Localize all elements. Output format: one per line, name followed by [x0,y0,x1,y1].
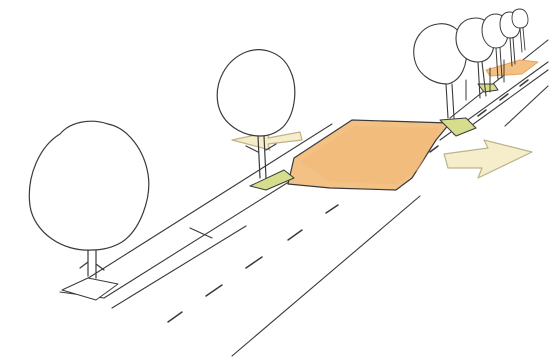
tree-far-5-trunk [520,28,525,52]
raised-crossing-shade [300,126,440,184]
tree-near-canopy [29,121,148,250]
arrow-right [444,140,532,178]
tree-mid-canopy [217,50,295,136]
tree-near [29,121,148,300]
planting-patch-far [478,84,498,92]
tree-near-trunk [80,250,104,278]
tree-far-5-canopy [512,9,528,28]
tree-far-1-trunk [446,84,454,118]
tree-mid [217,50,295,178]
planting-patch-left [250,170,294,190]
centre-dashes [168,80,528,322]
tree-near-base [62,278,118,300]
